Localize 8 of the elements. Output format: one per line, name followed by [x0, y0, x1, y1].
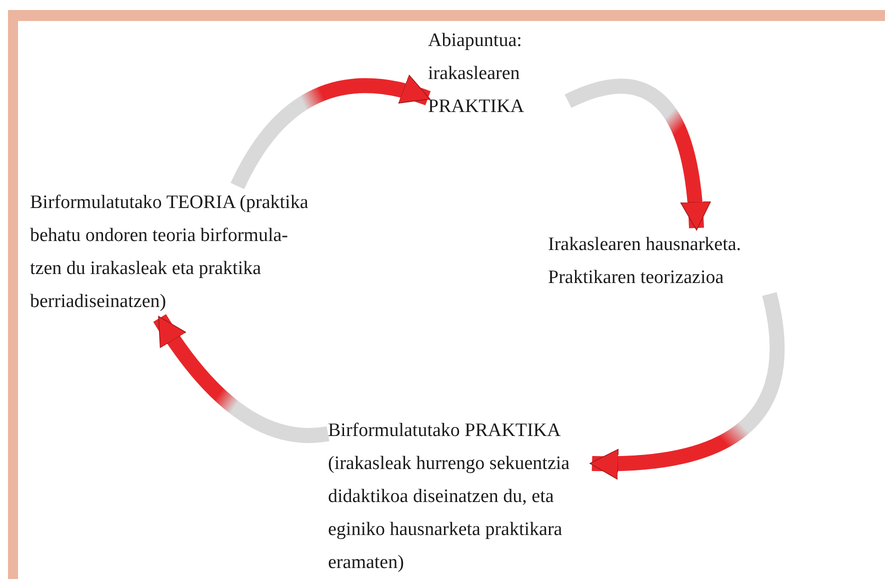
- step-text: Birformulatutako TEORIA (praktika behatu ondoren teoria birformula-tzen du irakasleak eta praktika berriadiseinatzen): [30, 191, 310, 314]
- step-text: Irakaslearen hausnarketa. Praktikaren teorizazioa: [548, 233, 742, 290]
- curved-arrow: [590, 292, 785, 479]
- step-text: Birformulatutako PRAKTIKA (irakasleak hurrengo sekuentzia didaktikoa diseinatzen du, eta eginiko hausnarketa praktikara eramaten): [328, 419, 571, 575]
- step-text: Abiapuntua: irakaslearen PRAKTIKA: [428, 29, 526, 119]
- curved-arrow: [565, 78, 710, 230]
- curved-arrow: [153, 314, 329, 443]
- curved-arrow: [230, 76, 430, 190]
